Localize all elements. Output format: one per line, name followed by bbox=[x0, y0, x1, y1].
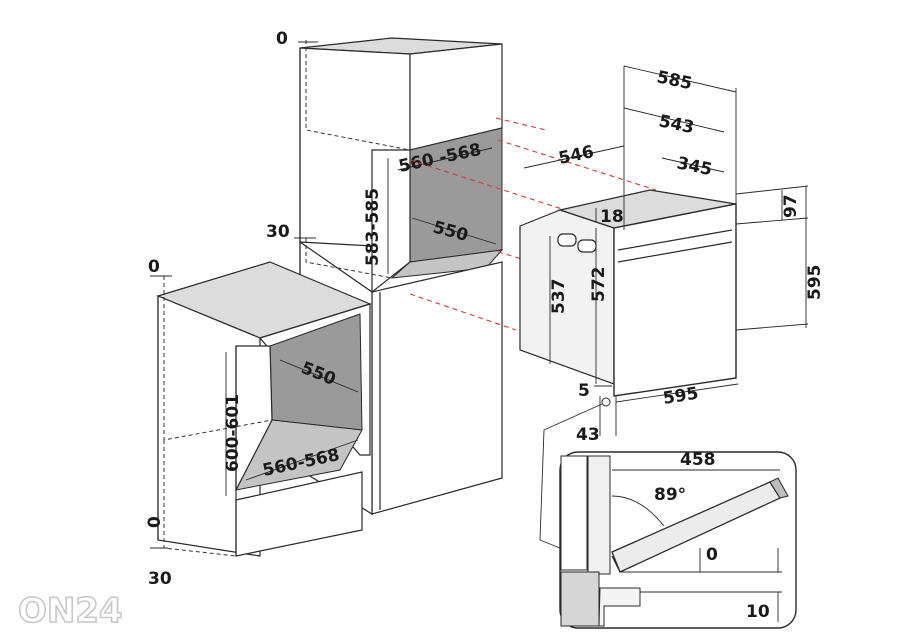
detail-plinth bbox=[598, 587, 641, 627]
oven-depth-side-line bbox=[523, 145, 625, 169]
projection-lines bbox=[409, 117, 657, 331]
projection-line-1 bbox=[497, 139, 657, 191]
oven-depth-body-label: 543 bbox=[657, 111, 696, 138]
door-angle-arc bbox=[611, 495, 665, 527]
detail-marker-icon bbox=[601, 397, 611, 407]
tall-top-gap-label: 0 bbox=[276, 29, 288, 49]
projection-line-4 bbox=[409, 293, 517, 331]
oven-top-offset-label: 18 bbox=[600, 207, 624, 227]
detail-cabinet-wall bbox=[560, 455, 588, 571]
projection-line-5 bbox=[495, 117, 547, 131]
oven-handle-line bbox=[617, 241, 733, 263]
oven-total-height-ext bbox=[735, 323, 809, 331]
oven-depth-rear-label: 345 bbox=[675, 153, 714, 180]
oven-dimensions: 585 543 546 345 18 97 595 537 572 5 595 … bbox=[523, 65, 825, 549]
tall-niche-height-label: 583-585 bbox=[363, 188, 383, 266]
oven-top-panel-label: 97 bbox=[781, 194, 801, 218]
door-gap-zero-label: 0 bbox=[706, 545, 718, 565]
door-gap-bottom-label: 10 bbox=[746, 602, 770, 622]
tall-cabinet-dash-1 bbox=[305, 40, 411, 151]
low-niche-height-label: 600-601 bbox=[223, 394, 243, 472]
detail-door-hinge bbox=[611, 555, 621, 573]
oven-body-height-label: 537 bbox=[549, 279, 569, 315]
tall-cabinet-dash-2 bbox=[305, 238, 393, 279]
oven bbox=[519, 189, 737, 397]
door-depth-label: 458 bbox=[680, 450, 716, 470]
door-detail-inset: 458 89° 0 10 bbox=[559, 450, 797, 629]
oven-control-panel-line bbox=[617, 229, 733, 251]
projection-line-3 bbox=[497, 251, 561, 271]
low-cabinet bbox=[156, 261, 372, 557]
tall-niche-depth-line bbox=[411, 217, 497, 245]
tall-cabinet-niche-side bbox=[371, 149, 411, 294]
low-top-gap-label: 0 bbox=[148, 257, 160, 277]
oven-vent-icon-2 bbox=[577, 239, 597, 253]
oven-total-height-label: 595 bbox=[805, 265, 825, 301]
detail-door-handle bbox=[769, 477, 789, 499]
oven-vent-icon-1 bbox=[557, 233, 577, 247]
oven-depth-rear-line bbox=[661, 157, 725, 173]
oven-depth-side-label: 546 bbox=[557, 142, 596, 169]
detail-cabinet-floor bbox=[560, 571, 600, 627]
oven-width-label: 595 bbox=[662, 384, 700, 409]
oven-depth-total-label: 585 bbox=[655, 67, 694, 94]
projection-line-2 bbox=[409, 159, 591, 219]
low-niche-depth-line bbox=[279, 359, 359, 393]
oven-front bbox=[613, 203, 737, 397]
low-bottom-gap-label: 30 bbox=[148, 569, 172, 589]
tall-niche-width-line bbox=[397, 147, 493, 171]
detail-oven-front bbox=[587, 455, 611, 575]
door-angle-label: 89° bbox=[654, 485, 686, 505]
oven-top-panel-ext-1 bbox=[735, 185, 809, 195]
oven-bottom-offset-label: 5 bbox=[578, 381, 590, 401]
low-niche-width-line bbox=[245, 439, 359, 481]
oven-width-line bbox=[615, 383, 739, 403]
tall-side-gap-label: 30 bbox=[266, 222, 290, 242]
low-bottom-gap-zero-label: 0 bbox=[145, 516, 165, 528]
watermark-logo: ON24 bbox=[18, 591, 123, 631]
oven-front-thickness-label: 43 bbox=[576, 425, 600, 445]
oven-depth-total-line bbox=[623, 65, 737, 93]
oven-depth-body-line bbox=[623, 107, 725, 133]
oven-top-panel-ext-2 bbox=[735, 217, 809, 225]
oven-front-height-label: 572 bbox=[589, 267, 609, 303]
detail-callout-line bbox=[539, 403, 603, 549]
tall-cabinet-lower-front bbox=[371, 261, 503, 515]
